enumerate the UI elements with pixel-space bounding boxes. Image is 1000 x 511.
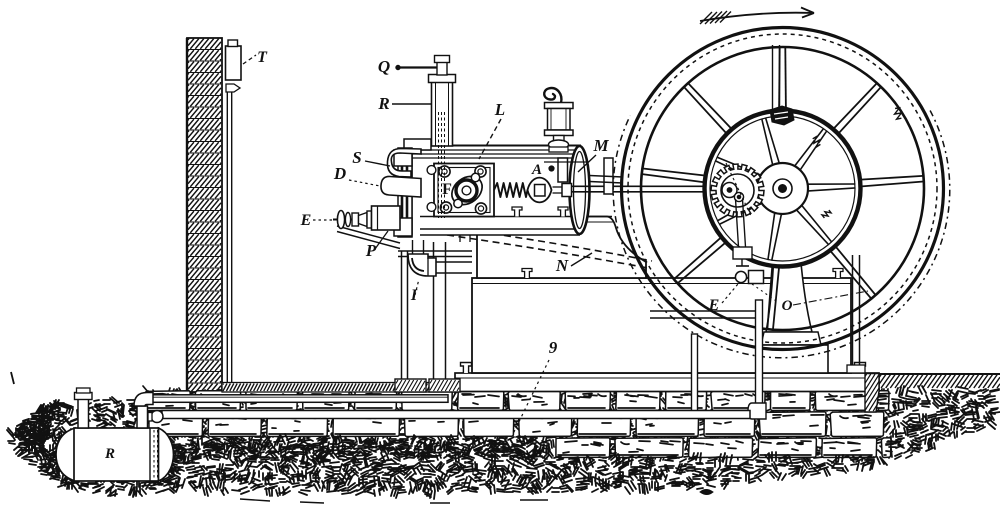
svg-text:E: E xyxy=(708,297,720,314)
svg-text:D: D xyxy=(333,164,346,183)
svg-text:L: L xyxy=(494,100,505,119)
svg-text:E: E xyxy=(300,212,312,229)
svg-text:T: T xyxy=(257,49,268,66)
svg-text:N: N xyxy=(555,256,569,275)
svg-text:M: M xyxy=(592,136,609,155)
svg-text:R: R xyxy=(377,94,389,113)
svg-text:F: F xyxy=(442,181,452,198)
svg-text:S: S xyxy=(352,148,361,167)
svg-text:9: 9 xyxy=(549,338,558,357)
svg-text:P: P xyxy=(365,241,377,260)
svg-text:O: O xyxy=(782,298,793,314)
svg-text:R: R xyxy=(104,446,115,462)
svg-text:A: A xyxy=(531,162,542,178)
svg-text:Q: Q xyxy=(378,57,390,76)
